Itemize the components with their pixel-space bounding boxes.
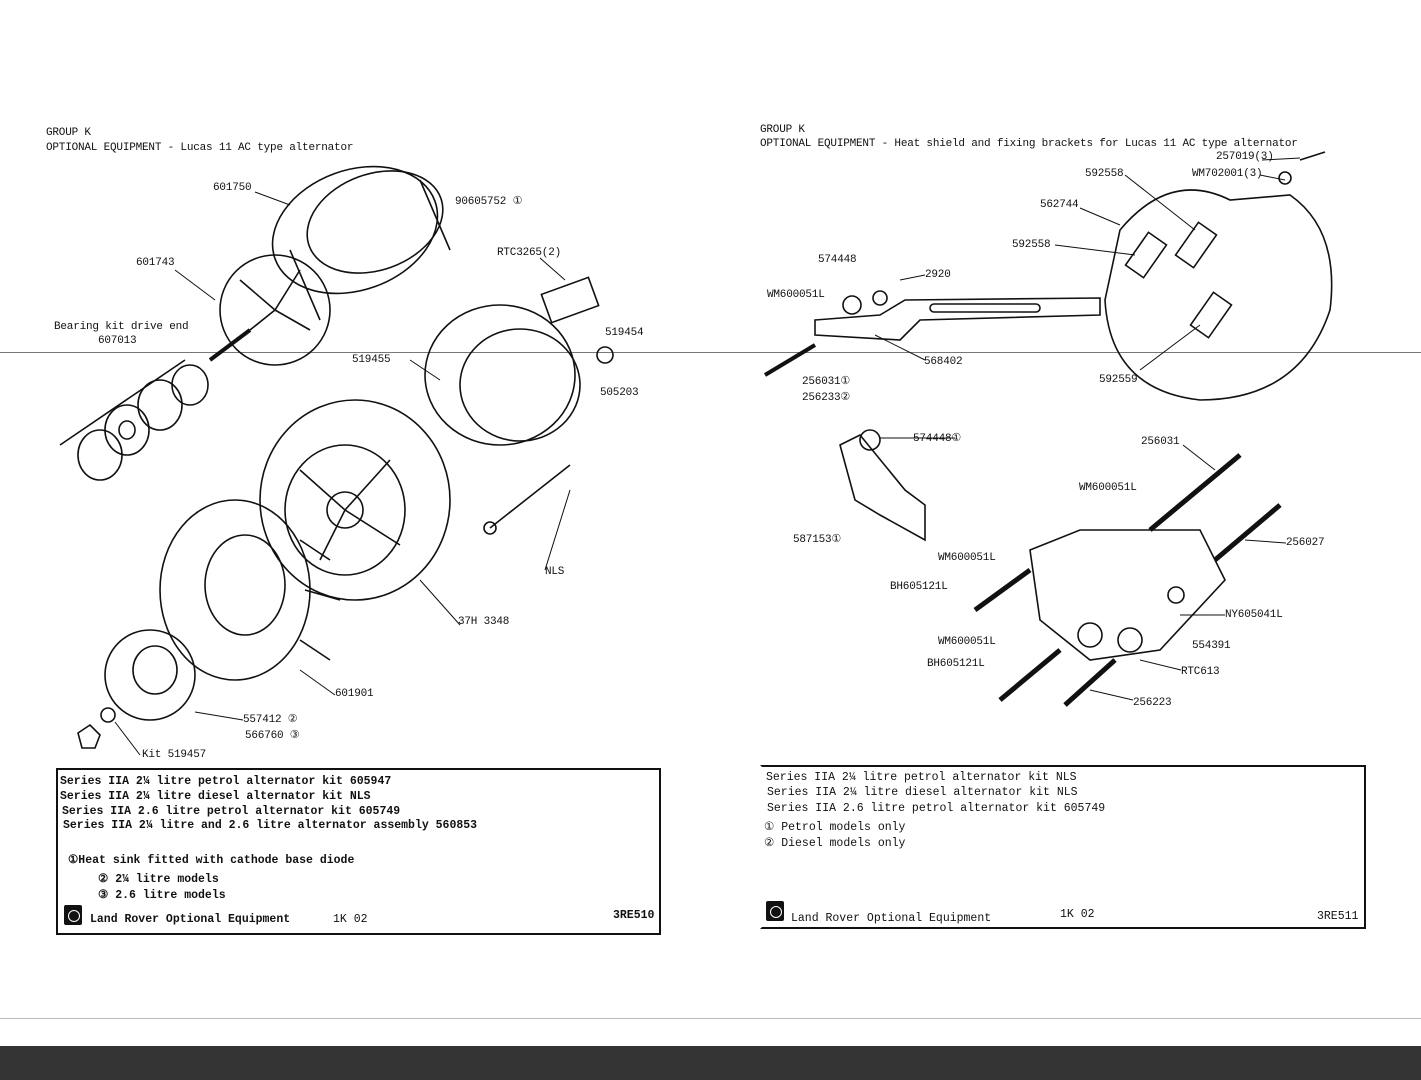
part-label: WM600051L [938, 552, 996, 564]
note-line: ② Diesel models only [764, 837, 906, 850]
slip-ring-end-bracket-drawing [424, 276, 614, 446]
note-line: Series IIA 2¼ litre petrol alternator ki… [766, 771, 1077, 784]
part-label: 2920 [925, 269, 951, 281]
left-leaders [114, 191, 571, 756]
left-notes-box: Series IIA 2¼ litre petrol alternator ki… [56, 768, 661, 935]
note-line: Series IIA 2¼ litre diesel alternator ki… [60, 790, 371, 803]
part-label: 519454 [605, 327, 644, 339]
part-label: 574448 [818, 254, 857, 266]
part-label: 256031① [802, 376, 851, 388]
part-label: 257019(3) [1216, 151, 1274, 163]
part-label: 574448① [913, 433, 962, 445]
part-label: 256031 [1141, 436, 1180, 448]
footer-label: Land Rover Optional Equipment [90, 913, 291, 926]
part-label: 566760 ③ [245, 730, 300, 742]
part-label: WM600051L [938, 636, 996, 648]
bracket-568402-drawing [763, 290, 1101, 377]
part-label: NY605041L [1225, 609, 1283, 621]
note-line: ①Heat sink fitted with cathode base diod… [68, 854, 355, 867]
bottom-bar [0, 1046, 1421, 1080]
note-line: ③ 2.6 litre models [98, 889, 226, 902]
part-label: 607013 [98, 335, 137, 347]
land-rover-logo [64, 905, 82, 925]
note-line: ② 2¼ litre models [98, 873, 219, 886]
part-label: 601750 [213, 182, 252, 194]
note-line: Series IIA 2¼ litre petrol alternator ki… [60, 775, 392, 788]
fan-drawing [159, 499, 341, 681]
part-label: 592558 [1085, 168, 1124, 180]
part-label: 592559 [1099, 374, 1138, 386]
note-line: Series IIA 2¼ litre diesel alternator ki… [767, 786, 1078, 799]
pulley-drawing [77, 629, 196, 749]
drive-end-bracket-drawing [259, 399, 451, 601]
part-label: NLS [545, 566, 565, 578]
part-label: BH605121L [890, 581, 948, 593]
part-label: 37H 3348 [458, 616, 510, 628]
part-label: 557412 ② [243, 714, 298, 726]
reference-code: 3RE511 [1317, 910, 1359, 923]
footer-label: Land Rover Optional Equipment [791, 912, 992, 925]
through-bolt-drawing [483, 464, 571, 535]
scan-line [0, 352, 1421, 353]
part-label: 601743 [136, 257, 175, 269]
bearing-kit-drawing [59, 359, 209, 481]
part-label: BH605121L [927, 658, 985, 670]
part-label: WM600051L [1079, 482, 1137, 494]
part-label: Kit 519457 [142, 749, 207, 761]
reference-code: 3RE510 [613, 909, 655, 922]
part-label: 554391 [1192, 640, 1231, 652]
part-label: WM600051L [767, 289, 825, 301]
page-code: 1K 02 [333, 913, 368, 926]
rotor-drawing [208, 254, 331, 366]
part-label: Bearing kit drive end [54, 321, 189, 333]
part-label: 90605752 ① [455, 196, 523, 208]
right-page-title: OPTIONAL EQUIPMENT - Heat shield and fix… [760, 138, 1298, 150]
heat-shield-drawing [1104, 151, 1333, 401]
part-label: 562744 [1040, 199, 1079, 211]
right-group-heading: GROUP K [760, 124, 805, 136]
note-line: Series IIA 2¼ litre and 2.6 litre altern… [63, 819, 478, 832]
part-label: 505203 [600, 387, 639, 399]
right-notes-box: Series IIA 2¼ litre petrol alternator ki… [760, 765, 1366, 929]
part-label: 592558 [1012, 239, 1051, 251]
bracket-587153-drawing [839, 429, 926, 542]
part-label: RTC3265(2) [497, 247, 562, 259]
right-leaders [874, 157, 1301, 701]
part-label: 256223 [1133, 697, 1172, 709]
left-page-title: OPTIONAL EQUIPMENT - Lucas 11 AC type al… [46, 142, 354, 154]
left-group-heading: GROUP K [46, 127, 91, 139]
part-label: RTC613 [1181, 666, 1220, 678]
note-line: Series IIA 2.6 litre petrol alternator k… [62, 805, 401, 818]
note-line: ① Petrol models only [764, 821, 906, 834]
part-label: 587153① [793, 534, 842, 546]
page-code: 1K 02 [1060, 908, 1095, 921]
stator-drawing [271, 165, 451, 321]
part-label: 601901 [335, 688, 374, 700]
part-label: 568402 [924, 356, 963, 368]
scan-edge [0, 1018, 1421, 1019]
note-line: Series IIA 2.6 litre petrol alternator k… [767, 802, 1106, 815]
part-label: 256027 [1286, 537, 1325, 549]
part-label: 256233② [802, 392, 851, 404]
part-label: 519455 [352, 354, 391, 366]
part-label: WM702001(3) [1192, 168, 1263, 180]
land-rover-logo [766, 901, 784, 921]
